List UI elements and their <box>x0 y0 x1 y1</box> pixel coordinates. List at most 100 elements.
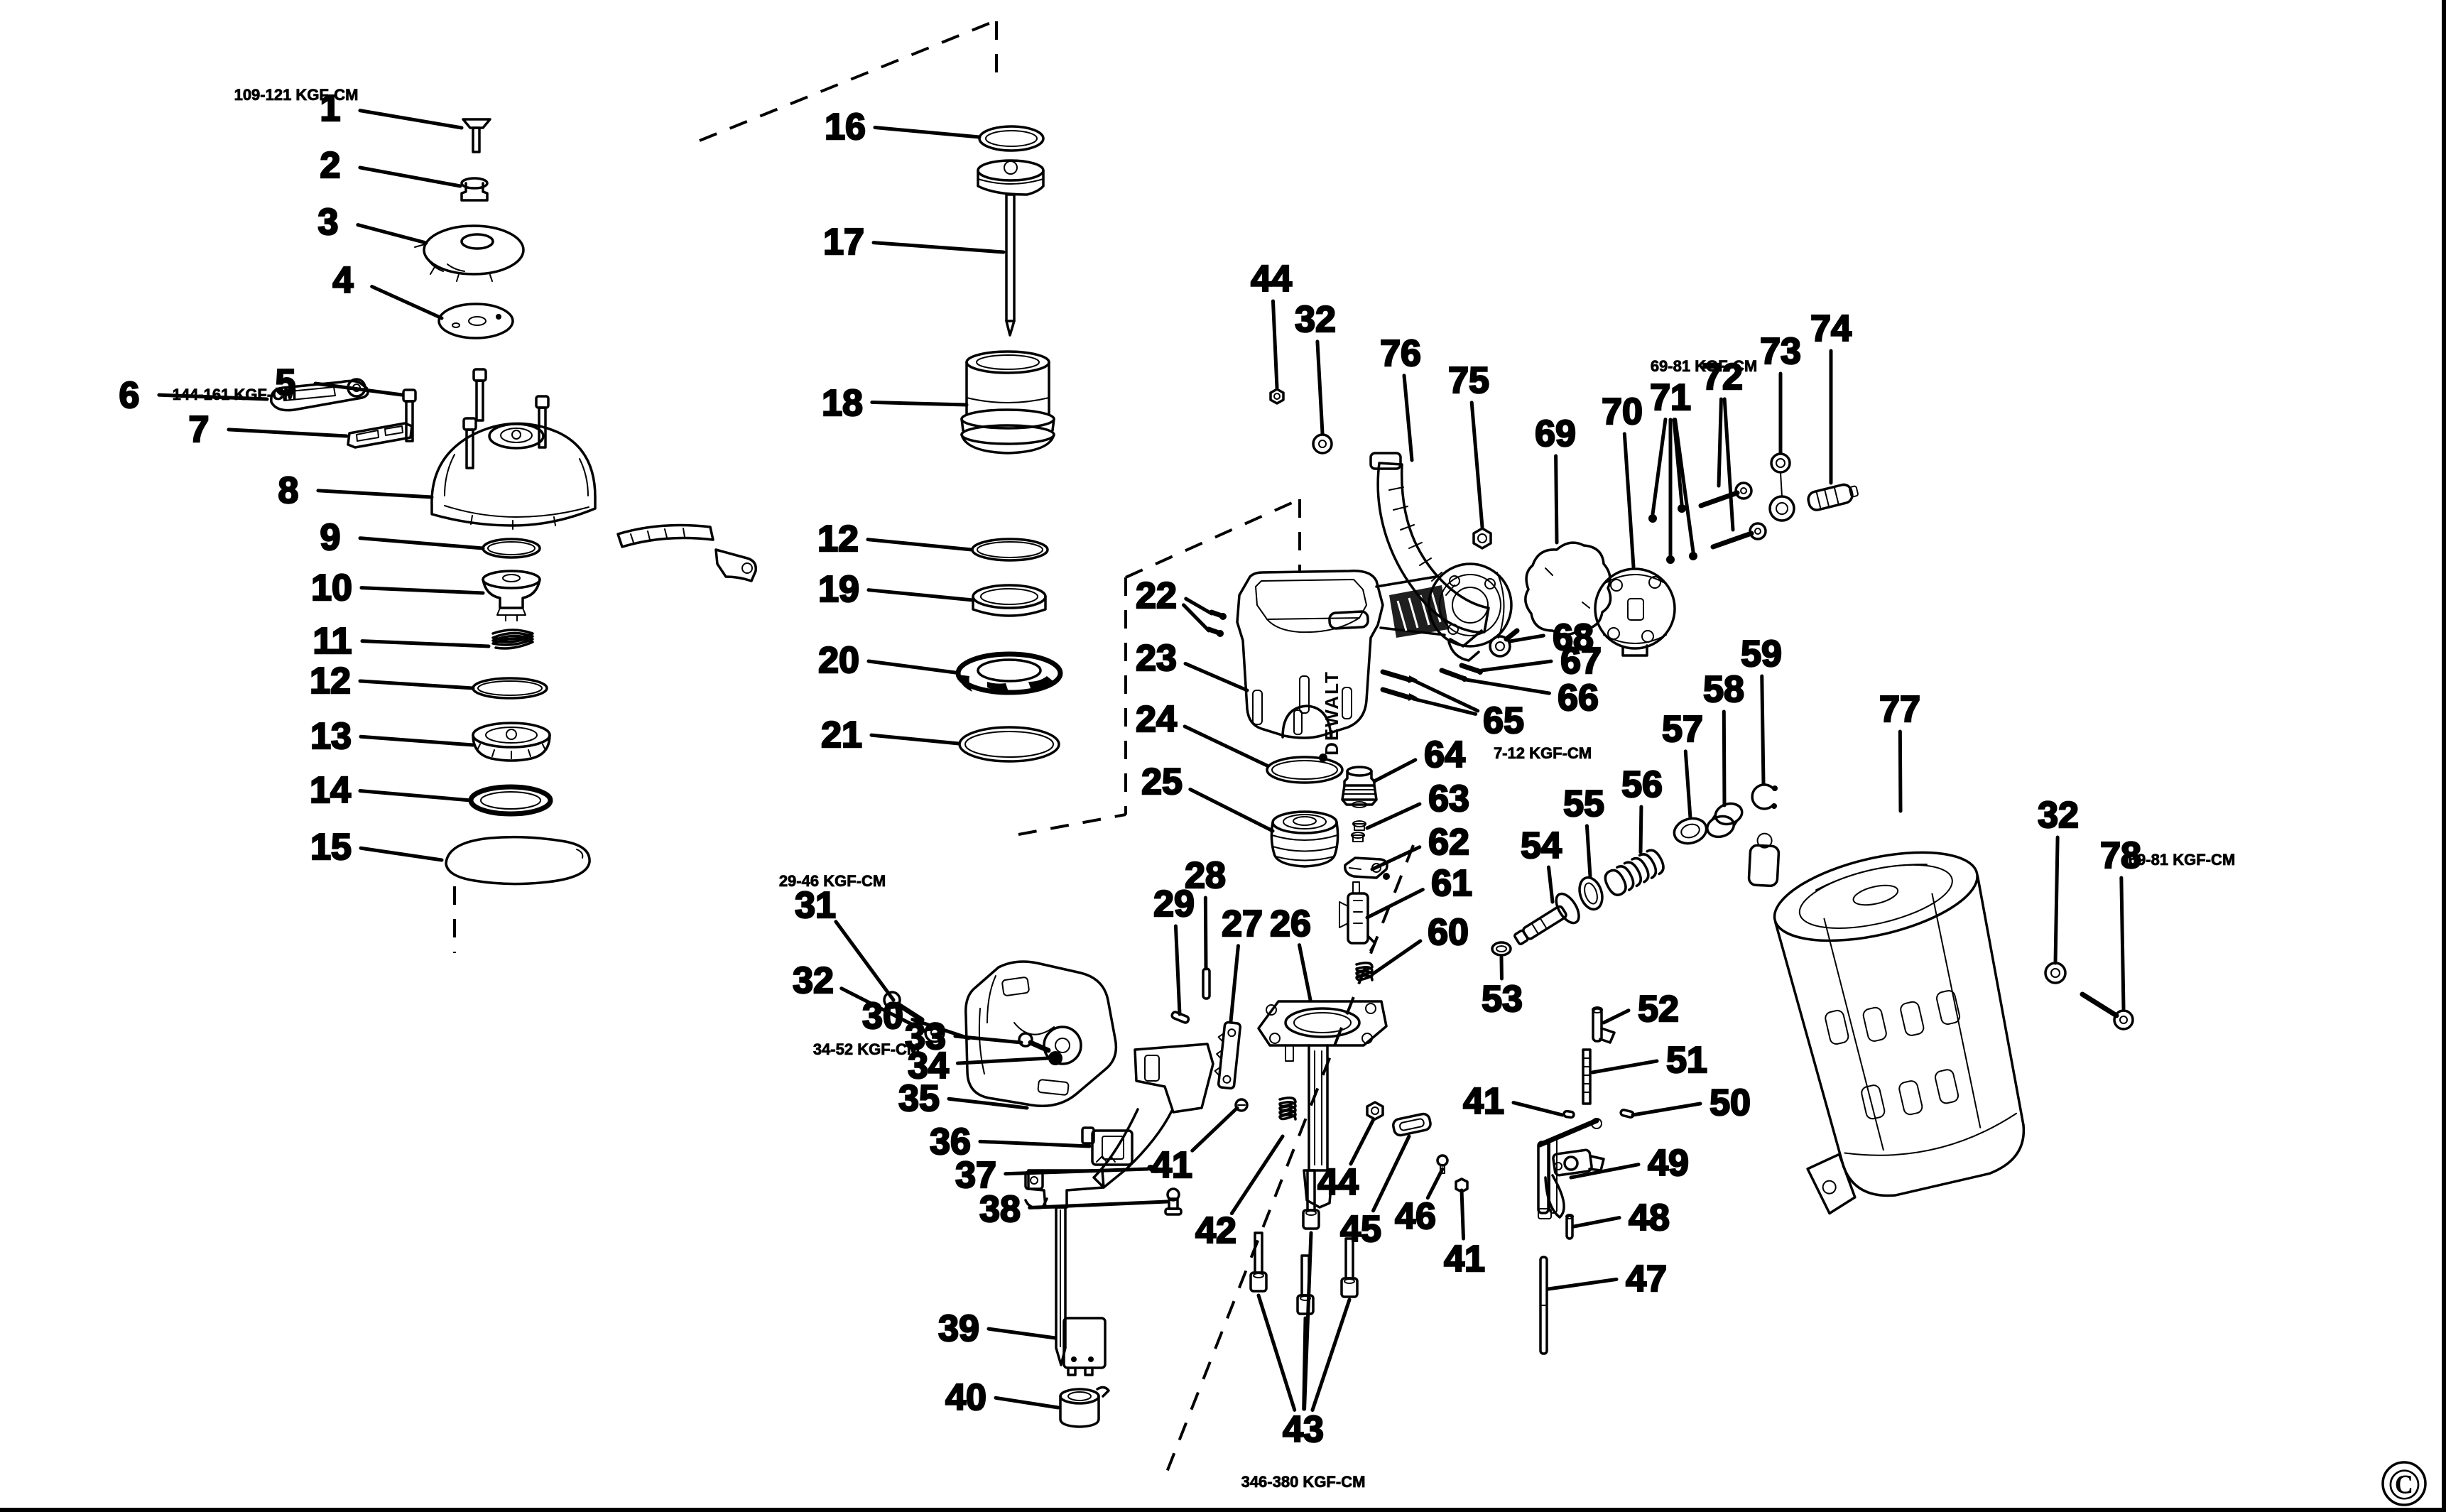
leader-line-7 <box>227 428 349 438</box>
part-label-52-latch-pin: 52 <box>1638 989 1679 1030</box>
part-label-64-air-valve: 64 <box>1424 734 1465 776</box>
leader-line-66 <box>1464 678 1551 695</box>
part-55-o-ring <box>1578 876 1604 911</box>
leader-line-41 <box>1460 1188 1466 1241</box>
leader-line-69 <box>1554 454 1559 545</box>
part-label-74-pin: 74 <box>1810 308 1852 349</box>
part-label-31-bolt: 31 <box>795 885 836 926</box>
part-label-12-o-ring: 12 <box>310 660 351 702</box>
copyright-symbol: © <box>2388 1461 2420 1509</box>
part-label-71-screws: 71 <box>1650 377 1691 418</box>
leader-line-22 <box>1182 603 1211 633</box>
part-18-cylinder <box>960 350 1055 455</box>
leader-line-3 <box>356 223 428 245</box>
leader-line-45 <box>1371 1134 1411 1213</box>
leader-line-52 <box>1602 1008 1631 1025</box>
torque-annotation: 109-121 KGF-CM <box>234 86 359 104</box>
part-label-32-washer: 32 <box>2038 795 2079 836</box>
part-label-51-threaded-rod: 51 <box>1666 1040 1707 1081</box>
part-label-75-nut: 75 <box>1448 360 1489 401</box>
part-label-32-washer: 32 <box>793 960 834 1001</box>
dewalt-logo: DEWALT <box>1321 670 1342 756</box>
torque-annotation: 7-12 KGF-CM <box>1494 744 1592 762</box>
leader-line-71 <box>1651 418 1668 516</box>
part-30-pusher-housing <box>964 960 1118 1108</box>
leader-line-6 <box>157 393 269 401</box>
part-label-9-o-ring: 9 <box>320 517 341 558</box>
leader-line-68 <box>1508 633 1545 643</box>
part-label-7-plate: 7 <box>189 409 210 450</box>
part-40-bumper-foot <box>1059 1386 1110 1428</box>
leader-line-70 <box>1622 432 1636 569</box>
part-68-bolt <box>1489 628 1520 658</box>
part-label-13-piston-head: 13 <box>310 716 352 757</box>
leader-line-16 <box>873 126 982 139</box>
leader-line-64 <box>1372 758 1418 783</box>
part-label-41-screw: 41 <box>1151 1145 1192 1186</box>
part-label-20-seal-ring: 20 <box>818 640 859 681</box>
part-label-10-head-valve: 10 <box>311 567 352 609</box>
part-label-43-cap-screws: 43 <box>1283 1409 1324 1450</box>
leader-line-78 <box>2119 876 2126 1011</box>
leader-line-49 <box>1569 1163 1641 1180</box>
torque-annotation: 29-46 KGF-CM <box>779 872 886 890</box>
part-label-25-bumper: 25 <box>1141 761 1183 803</box>
leader-line-39 <box>986 1327 1058 1340</box>
part-47-long-pin <box>1539 1256 1548 1355</box>
part-label-69-gasket: 69 <box>1535 413 1576 455</box>
part-label-63-screws: 63 <box>1428 778 1469 820</box>
part-41L-screw <box>1234 1098 1249 1112</box>
leader-line-1 <box>358 109 464 130</box>
part-label-12-o-ring: 12 <box>817 518 859 560</box>
part-22-set-screws <box>1206 609 1227 637</box>
part-label-50-pin: 50 <box>1710 1082 1751 1124</box>
leader-line-43 <box>1256 1293 1297 1412</box>
callout-layer: 1234567891011121314151617181219202122232… <box>118 87 2142 1452</box>
leader-line-10 <box>359 586 485 595</box>
part-label-49-feeder-bracket: 49 <box>1648 1143 1689 1184</box>
part-66-pin <box>1439 668 1467 682</box>
part-46-screw <box>1436 1154 1449 1174</box>
leader-line-5 <box>313 381 404 397</box>
part-11-spring <box>491 629 534 650</box>
leader-line-27 <box>1229 944 1240 1023</box>
part-label-19-ring: 19 <box>818 569 859 610</box>
leader-line-14 <box>358 789 473 803</box>
part-label-60-spring: 60 <box>1428 912 1469 953</box>
part-7-plate <box>347 422 413 449</box>
leader-line-72 <box>1722 397 1735 532</box>
part-8-vent-strip <box>616 523 757 582</box>
part-70-end-cap <box>1594 567 1676 657</box>
leader-line-17 <box>871 241 1006 254</box>
part-label-61-trigger-valve: 61 <box>1431 863 1472 904</box>
part-label-39-driver-blade: 39 <box>938 1308 979 1349</box>
leader-line-38 <box>1028 1200 1169 1209</box>
leader-line-4 <box>370 285 444 320</box>
part-37-pin <box>1147 1165 1160 1173</box>
leader-line-42 <box>1229 1134 1285 1216</box>
part-label-57-seal: 57 <box>1662 709 1703 750</box>
leader-line-40 <box>994 1396 1060 1410</box>
leader-line-50 <box>1631 1102 1702 1117</box>
leader-line-72 <box>1717 397 1723 488</box>
part-14-ring <box>468 784 553 817</box>
part-32a-washer <box>1312 433 1333 455</box>
part-label-46-screw: 46 <box>1395 1196 1436 1237</box>
leader-line-65 <box>1411 697 1478 716</box>
part-label-77-magazine-canister: 77 <box>1879 689 1920 730</box>
part-45-guide-bar <box>1391 1112 1432 1137</box>
leader-line-54 <box>1546 865 1555 904</box>
part-16-o-ring <box>978 125 1045 152</box>
part-2-bushing <box>460 177 489 202</box>
part-4-baffle-disc <box>437 303 514 339</box>
leader-line-47 <box>1546 1277 1619 1291</box>
part-label-26-nose-guide: 26 <box>1270 903 1311 945</box>
part-label-11-spring: 11 <box>313 621 352 662</box>
part-78-bolt <box>2080 991 2134 1030</box>
leader-line-43 <box>1310 1298 1352 1412</box>
part-67-pin <box>1459 663 1483 675</box>
torque-annotation: 346-380 KGF-CM <box>1241 1473 1366 1491</box>
leader-line-31 <box>834 920 896 1002</box>
part-label-44-nut: 44 <box>1317 1162 1359 1203</box>
